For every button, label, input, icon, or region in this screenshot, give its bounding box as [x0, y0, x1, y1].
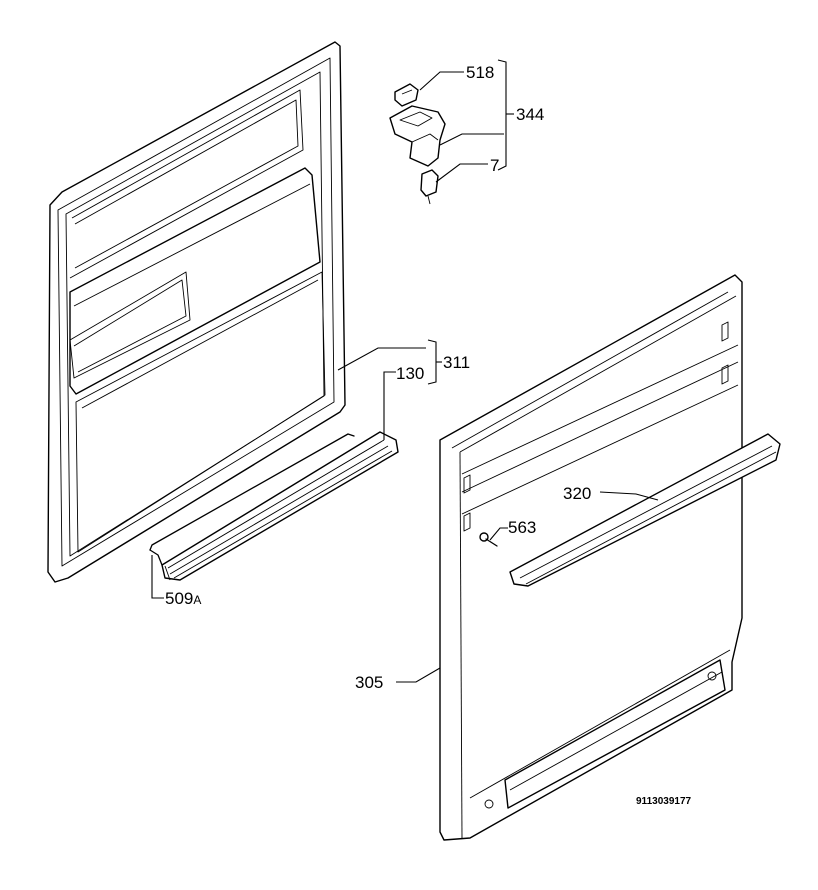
label-320: 320 — [563, 484, 591, 503]
handle-rail — [509, 433, 781, 587]
label-563: 563 — [508, 518, 536, 537]
label-305: 305 — [355, 673, 383, 692]
label-7: 7 — [490, 156, 499, 175]
inner-door-frame — [47, 41, 346, 583]
seal-strip — [149, 433, 355, 566]
label-518: 518 — [466, 63, 494, 82]
outer-door-panel — [439, 274, 743, 841]
reference-number: 9113039177 — [636, 796, 692, 807]
door-seal — [161, 431, 399, 581]
label-509a-suffix: A — [193, 593, 201, 607]
label-344: 344 — [516, 105, 544, 124]
label-509a: 509A — [165, 589, 201, 608]
label-130: 130 — [396, 364, 424, 383]
screw — [479, 532, 498, 547]
hinge-assembly — [389, 83, 446, 205]
leader-lines — [151, 59, 659, 683]
label-311: 311 — [443, 353, 470, 372]
label-509a-number: 509 — [165, 589, 193, 608]
